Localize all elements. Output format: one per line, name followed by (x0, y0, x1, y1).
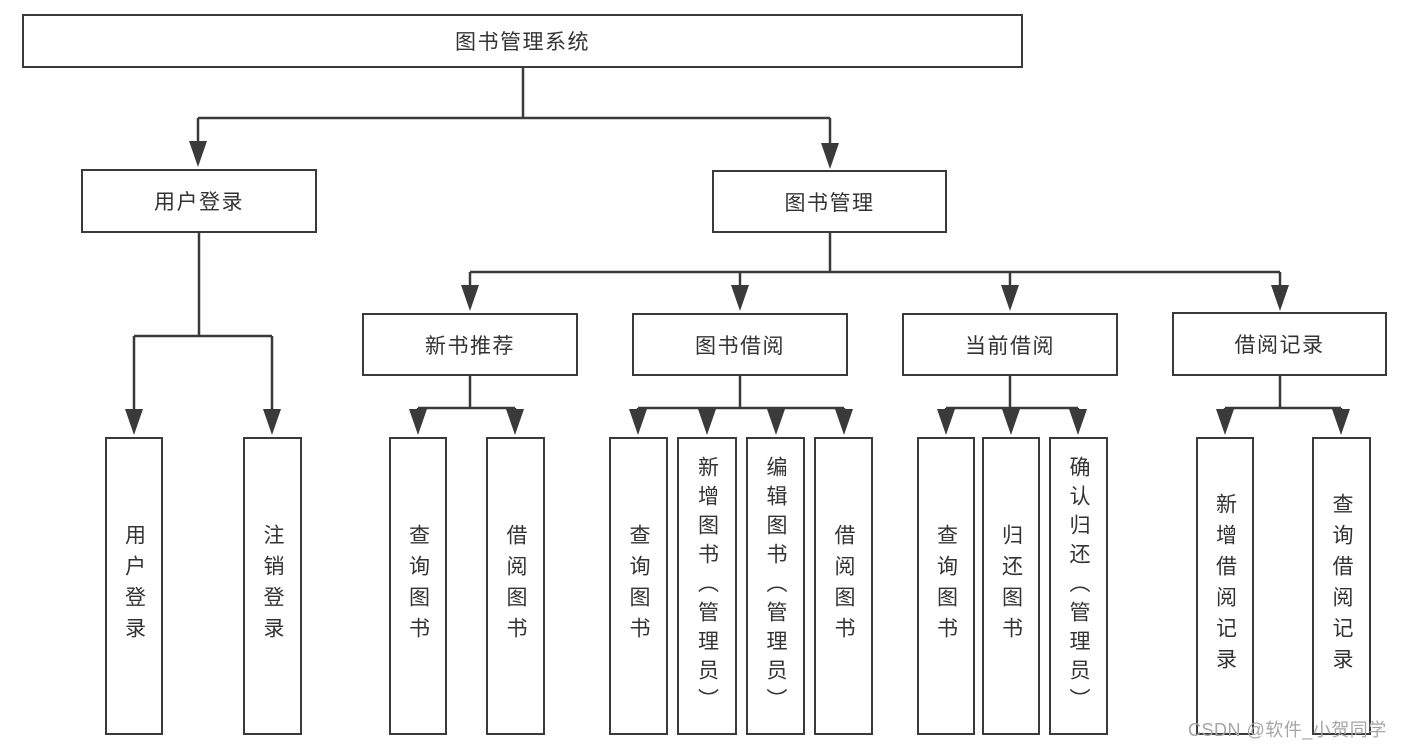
leaf-confirm-return-admin-label: 确认归还（管理员） (1067, 455, 1090, 717)
node-root-label: 图书管理系统 (455, 31, 590, 54)
leaf-query-books-1-label: 查询图书 (406, 524, 430, 648)
leaf-query-books-1: 查询图书 (389, 437, 447, 735)
node-current-borrow-label: 当前借阅 (965, 334, 1055, 358)
leaf-add-book-admin-label: 新增图书（管理员） (695, 455, 719, 717)
leaf-user-login-label: 用户登录 (122, 524, 146, 648)
leaf-query-books-3-label: 查询图书 (934, 524, 958, 648)
node-new-book-recommend: 新书推荐 (362, 313, 578, 376)
node-user-login-label: 用户登录 (154, 191, 244, 214)
leaf-edit-book-admin-label: 编辑图书（管理员） (764, 455, 787, 717)
node-new-book-recommend-label: 新书推荐 (425, 334, 515, 358)
node-book-management-label: 图书管理 (784, 191, 875, 215)
leaf-logout-label: 注销登录 (261, 524, 284, 648)
watermark: CSDN @软件_小贺同学 (1188, 720, 1387, 740)
leaf-add-borrow-record: 新增借阅记录 (1196, 437, 1254, 735)
leaf-query-books-2-label: 查询图书 (627, 524, 650, 648)
node-book-management: 图书管理 (712, 170, 947, 233)
leaf-borrow-books-2: 借阅图书 (814, 437, 873, 735)
leaf-borrow-books-1: 借阅图书 (486, 437, 545, 735)
leaf-return-book-label: 归还图书 (999, 524, 1023, 648)
node-book-borrow-label: 图书借阅 (695, 334, 785, 358)
node-user-login: 用户登录 (81, 169, 317, 233)
leaf-add-borrow-record-label: 新增借阅记录 (1213, 493, 1237, 679)
leaf-query-books-2: 查询图书 (609, 437, 668, 735)
leaf-edit-book-admin: 编辑图书（管理员） (746, 437, 805, 735)
node-current-borrow: 当前借阅 (902, 313, 1118, 376)
leaf-confirm-return-admin: 确认归还（管理员） (1049, 437, 1108, 735)
leaf-borrow-books-1-label: 借阅图书 (504, 524, 527, 648)
node-borrow-records-label: 借阅记录 (1234, 334, 1325, 357)
leaf-borrow-books-2-label: 借阅图书 (832, 524, 855, 648)
leaf-user-login: 用户登录 (105, 437, 163, 735)
leaf-query-borrow-record: 查询借阅记录 (1312, 437, 1371, 735)
node-book-borrow: 图书借阅 (632, 313, 848, 376)
leaf-query-books-3: 查询图书 (917, 437, 975, 735)
leaf-add-book-admin: 新增图书（管理员） (677, 437, 737, 735)
leaf-return-book: 归还图书 (982, 437, 1040, 735)
node-borrow-records: 借阅记录 (1172, 312, 1387, 376)
node-root: 图书管理系统 (22, 14, 1023, 68)
leaf-query-borrow-record-label: 查询借阅记录 (1330, 493, 1353, 679)
leaf-logout: 注销登录 (243, 437, 302, 735)
